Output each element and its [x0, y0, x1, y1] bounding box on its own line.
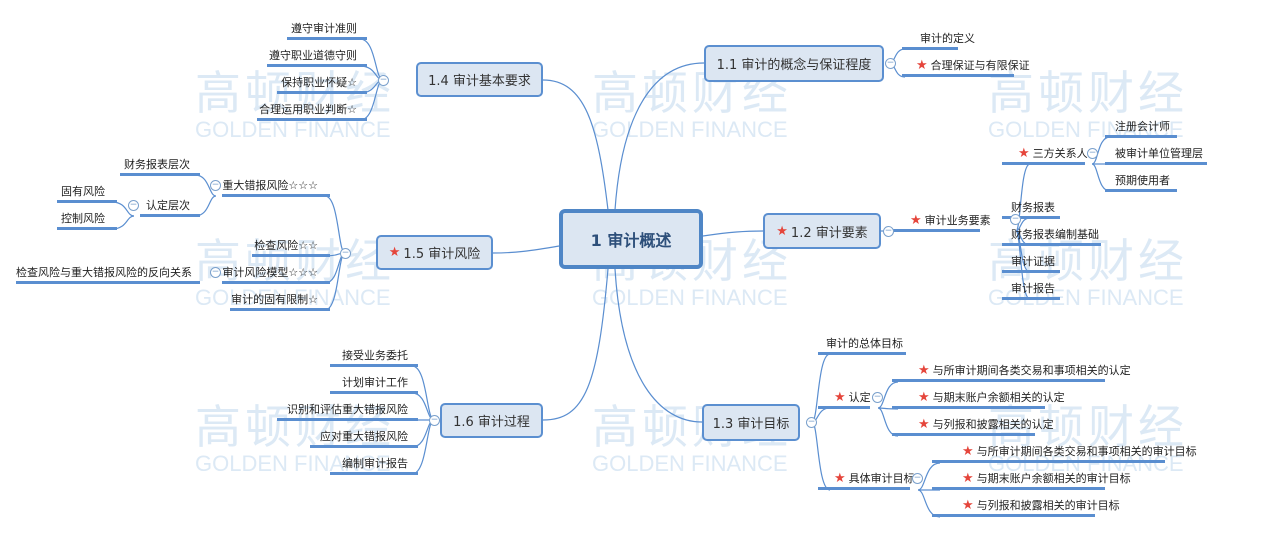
star-icon: ★ [776, 223, 788, 239]
star-icon: ★ [1018, 146, 1030, 161]
leaf-node[interactable]: 遵守审计准则 [287, 19, 367, 40]
star-icon: ★ [388, 245, 401, 260]
collapse-icon[interactable]: − [883, 226, 894, 237]
leaf-node[interactable]: 注册会计师 [1105, 117, 1177, 138]
subtopic-node[interactable]: ★三方关系人 [1002, 144, 1088, 165]
leaf-node[interactable]: 接受业务委托 [330, 346, 418, 367]
leaf-node[interactable]: 应对重大错报风险 [310, 427, 418, 448]
topic-1-5[interactable]: ★1.5 审计风险 [376, 235, 493, 270]
leaf-node[interactable]: 识别和评估重大错报风险 [277, 400, 418, 421]
topic-1-1[interactable]: 1.1 审计的概念与保证程度 [704, 45, 884, 82]
collapse-icon[interactable]: − [429, 415, 440, 426]
star-icon: ★ [918, 363, 930, 378]
leaf-node[interactable]: ★合理保证与有限保证 [902, 56, 1030, 77]
collapse-icon[interactable]: − [128, 200, 139, 211]
star-icon: ★ [834, 471, 846, 486]
topic-1-2[interactable]: ★1.2 审计要素 [763, 213, 881, 249]
leaf-node[interactable]: ★与所审计期间各类交易和事项相关的认定 [892, 361, 1131, 382]
leaf-node[interactable]: 审计证据 [1002, 252, 1060, 273]
leaf-node[interactable]: ★与列报和披露相关的审计目标 [932, 496, 1120, 517]
leaf-node[interactable]: 检查风险与重大错报风险的反向关系 [16, 263, 200, 284]
leaf-node[interactable]: 计划审计工作 [330, 373, 418, 394]
leaf-node[interactable]: 遵守职业道德守则 [267, 46, 367, 67]
central-topic[interactable]: 1 审计概述 [559, 209, 703, 269]
leaf-node[interactable]: ★与列报和披露相关的认定 [892, 415, 1054, 436]
topic-1-3[interactable]: 1.3 审计目标 [702, 404, 800, 441]
subtopic-node[interactable]: 认定层次 [140, 196, 200, 217]
star-icon: ★ [962, 471, 974, 486]
leaf-node[interactable]: ★与期末账户余额相关的认定 [892, 388, 1065, 409]
leaf-node[interactable]: 财务报表编制基础 [1002, 225, 1101, 246]
leaf-node[interactable]: 保持职业怀疑☆ [277, 73, 367, 94]
leaf-node[interactable]: 财务报表层次 [120, 155, 200, 176]
star-icon: ★ [834, 390, 846, 405]
connector-line [614, 62, 705, 211]
star-icon: ★ [962, 444, 974, 459]
star-icon: ★ [916, 58, 928, 73]
collapse-icon[interactable]: − [340, 248, 351, 259]
topic-1-6[interactable]: 1.6 审计过程 [440, 403, 543, 438]
collapse-icon[interactable]: − [806, 417, 817, 428]
star-icon: ★ [918, 417, 930, 432]
leaf-node[interactable]: 审计的固有限制☆ [230, 290, 330, 311]
leaf-node[interactable]: 被审计单位管理层 [1105, 144, 1207, 165]
collapse-icon[interactable]: − [1010, 214, 1021, 225]
leaf-node[interactable]: 审计的定义 [902, 29, 975, 50]
leaf-node[interactable]: 固有风险 [57, 182, 117, 203]
leaf-node[interactable]: ★与所审计期间各类交易和事项相关的审计目标 [932, 442, 1197, 463]
collapse-icon[interactable]: − [378, 75, 389, 86]
star-icon: ★ [918, 390, 930, 405]
leaf-node[interactable]: 控制风险 [57, 209, 117, 230]
leaf-node[interactable]: 审计的总体目标 [818, 334, 906, 355]
star-icon: ★ [910, 213, 922, 228]
connector-line [1015, 163, 1031, 232]
collapse-icon[interactable]: − [872, 392, 883, 403]
leaf-node[interactable]: 编制审计报告 [330, 454, 418, 475]
leaf-node[interactable]: 合理运用职业判断☆ [257, 100, 367, 121]
collapse-icon[interactable]: − [210, 180, 221, 191]
subtopic-node[interactable]: ★认定 [818, 388, 871, 409]
subtopic-node[interactable]: 重大错报风险☆☆☆ [222, 176, 330, 197]
leaf-node[interactable]: 财务报表 [1002, 198, 1060, 219]
leaf-node[interactable]: 审计报告 [1002, 279, 1060, 300]
connector-line [542, 79, 609, 211]
collapse-icon[interactable]: − [210, 267, 221, 278]
topic-1-4[interactable]: 1.4 审计基本要求 [416, 62, 543, 97]
collapse-icon[interactable]: − [912, 473, 923, 484]
subtopic-node[interactable]: 审计风险模型☆☆☆ [222, 263, 330, 284]
connector-line [917, 462, 941, 491]
star-icon: ★ [962, 498, 974, 513]
connector-line [492, 245, 560, 254]
connector-line [542, 268, 609, 421]
leaf-node[interactable]: ★与期末账户余额相关的审计目标 [932, 469, 1131, 490]
subtopic-node[interactable]: ★审计业务要素 [888, 211, 991, 232]
leaf-node[interactable]: 预期使用者 [1105, 171, 1177, 192]
connector-line [877, 381, 899, 409]
subtopic-node[interactable]: ★具体审计目标 [818, 469, 915, 490]
connector-line [614, 268, 703, 423]
collapse-icon[interactable]: − [1087, 148, 1098, 159]
connector-line [702, 230, 764, 237]
leaf-node[interactable]: 检查风险☆☆ [252, 236, 330, 257]
collapse-icon[interactable]: − [885, 58, 896, 69]
